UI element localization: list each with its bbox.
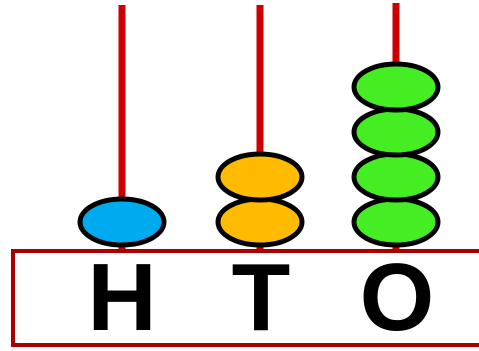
ones-bead — [351, 196, 441, 248]
ones-label: O — [359, 244, 435, 351]
hundreds-bead — [77, 196, 167, 248]
ones-bead — [351, 151, 441, 203]
ones-bead — [351, 61, 441, 113]
ones-bead — [351, 106, 441, 158]
hundreds-label: H — [87, 244, 157, 351]
abacus-frame — [11, 249, 479, 347]
tens-bead — [215, 151, 305, 203]
tens-bead — [215, 196, 305, 248]
tens-label: T — [231, 244, 291, 351]
beads-layer — [77, 61, 441, 248]
